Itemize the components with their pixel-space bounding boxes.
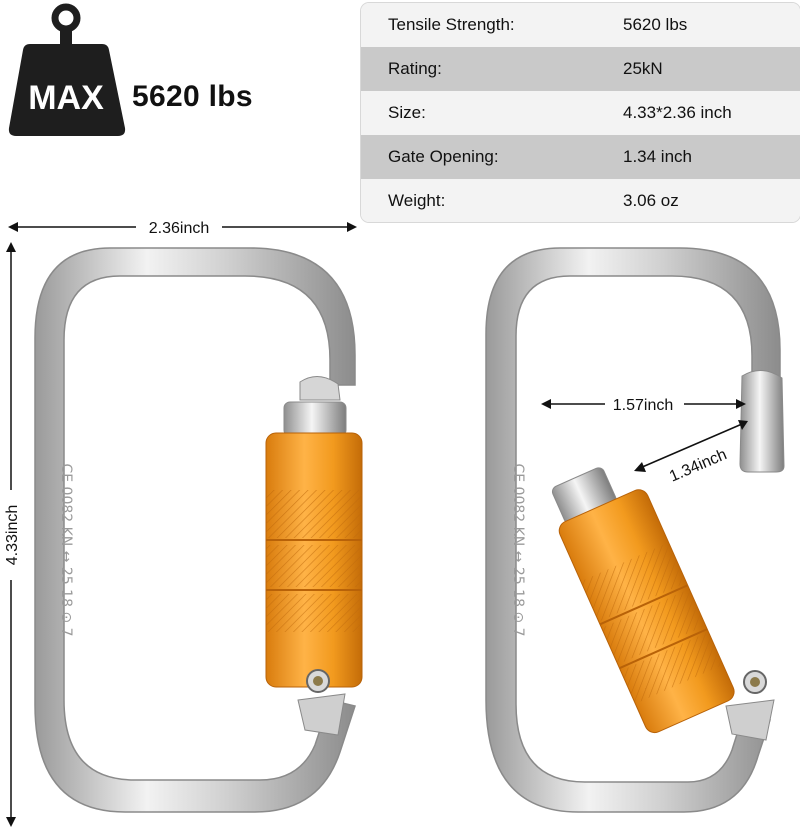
gate-opening-dimension bbox=[634, 420, 748, 472]
carabiner-nose bbox=[739, 370, 785, 473]
spec-label: Weight: bbox=[388, 190, 446, 210]
gate-stem bbox=[283, 401, 347, 437]
max-label: MAX bbox=[28, 79, 104, 117]
engraving-text: CE 0082 KN ↔ 25 18 ⊙ 7 bbox=[58, 463, 74, 636]
spec-label: Size: bbox=[388, 103, 426, 122]
carabiner-open: CE 0082 KN ↔ 25 18 ⊙ 7 bbox=[485, 247, 785, 813]
width-dimension bbox=[8, 222, 357, 232]
spec-row: Size: 4.33*2.36 inch bbox=[361, 91, 800, 135]
spec-value: 5620 lbs bbox=[623, 15, 688, 34]
max-weight-icon: MAX bbox=[8, 3, 126, 136]
spec-row: Tensile Strength: 5620 lbs bbox=[361, 3, 800, 47]
spec-row: Gate Opening: 1.34 inch bbox=[361, 135, 800, 179]
spec-table: Tensile Strength: 5620 lbs Rating: 25kN … bbox=[361, 3, 800, 222]
engraving-text: CE 0082 KN ↔ 25 18 ⊙ 7 bbox=[510, 463, 526, 636]
height-label: 4.33inch bbox=[4, 505, 21, 566]
inner-span-label: 1.57inch bbox=[613, 397, 674, 414]
spec-row: Weight: 3.06 oz bbox=[361, 179, 800, 222]
spec-label: Gate Opening: bbox=[388, 147, 499, 166]
spec-row: Rating: 25kN bbox=[361, 47, 800, 91]
inner-span-dimension bbox=[541, 399, 746, 409]
spec-value: 25kN bbox=[623, 59, 663, 78]
open-gate bbox=[551, 467, 735, 734]
max-weight-value: 5620 lbs bbox=[132, 80, 253, 113]
spec-label: Tensile Strength: bbox=[388, 15, 515, 34]
carabiner-nose bbox=[299, 376, 341, 401]
spec-value: 1.34 inch bbox=[623, 147, 692, 166]
width-label: 2.36inch bbox=[149, 220, 210, 237]
spec-label: Rating: bbox=[388, 59, 442, 78]
spec-value: 4.33*2.36 inch bbox=[623, 103, 732, 122]
height-dimension bbox=[6, 242, 16, 827]
carabiner-body bbox=[485, 247, 781, 813]
carabiner-closed: CE 0082 KN ↔ 25 18 ⊙ 7 bbox=[34, 247, 363, 813]
spec-value: 3.06 oz bbox=[623, 190, 679, 210]
carabiner-body bbox=[34, 247, 356, 813]
